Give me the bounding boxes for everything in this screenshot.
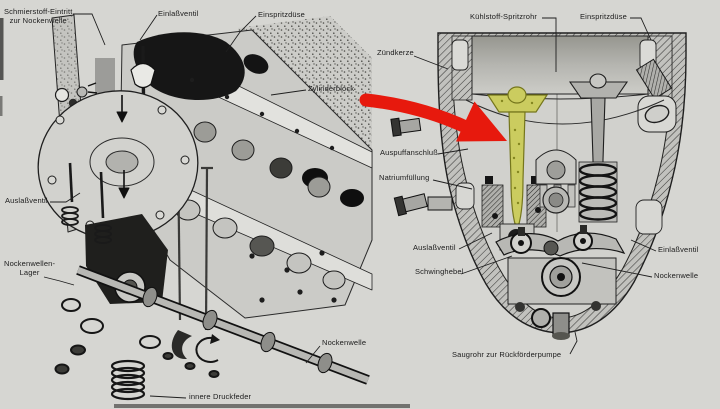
leader-schmierstoff [73, 13, 106, 46]
leader-zylinderblock [270, 89, 307, 96]
lower-bolts [515, 301, 601, 312]
leader-einlassventil-left [139, 14, 158, 41]
leader-innere-druckfeder [149, 395, 187, 399]
side-pad-right [635, 199, 663, 235]
leader-zuendkerze [413, 55, 449, 70]
label-auslassventil-right: Auslaßventil [413, 243, 456, 252]
label-natriumfuellung: Natriumfüllung [379, 173, 430, 182]
inner-pressure-spring [110, 359, 146, 401]
scan-artifacts [0, 18, 410, 408]
camshaft-left [76, 265, 370, 385]
leader-einspritzduese-left [225, 15, 257, 53]
side-pad-left [455, 182, 475, 210]
intake-cavity [133, 32, 245, 101]
red-arrow-head [456, 101, 507, 142]
sodium-valve-highlight [486, 86, 549, 232]
label-auslassventil-left: Auslaßventil [5, 196, 48, 205]
leader-auspuffanschluss [437, 148, 469, 155]
leader-schwinghebel [460, 255, 513, 275]
leader-auslassventil-left [50, 192, 81, 203]
leader-nockenwelle-left [305, 345, 321, 364]
suction-pipe [531, 308, 570, 340]
leader-lines [43, 13, 657, 399]
valve-port-row-upper [193, 121, 331, 198]
leader-auslassventil-right [458, 232, 493, 250]
leader-saugrohr [569, 331, 578, 355]
exploded-valve-parts [61, 162, 112, 244]
leader-einspritzduese-right [630, 17, 652, 41]
leader-nockenwelle-right [581, 262, 653, 278]
label-saugrohr: Saugrohr zur Rückförderpumpe [452, 350, 562, 359]
label-innere-druckfeder: innere Druckfeder [189, 392, 252, 401]
oil-entry-fitting [54, 82, 98, 108]
leader-kuehlstoff [542, 17, 557, 72]
label-schwinghebel: Schwinghebel [415, 267, 464, 276]
intake-valve-spring [578, 161, 618, 223]
guide-studs [485, 176, 541, 219]
dark-port-2 [340, 189, 364, 207]
label-nockenwelle-right: Nockenwelle [654, 271, 699, 280]
combustion-chamber [465, 99, 665, 125]
label-nockenwelle-left: Nockenwelle [322, 338, 367, 347]
timing-cover-disc [37, 90, 199, 257]
exterior-bolts [390, 117, 453, 217]
corner-slot-left [451, 39, 469, 71]
label-einspritzduese-right: Einspritzdüse [580, 12, 627, 21]
sodium-fill-dots [500, 99, 534, 205]
injector-housing [635, 58, 677, 133]
valve-guide-left [481, 184, 504, 228]
label-zuendkerze: Zündkerze [377, 48, 414, 57]
left-cutaway-illustration [37, 14, 373, 401]
label-kuehlstoff-spritzrohr: Kühlstoff-Spritzrohr [470, 12, 538, 21]
label-einspritzduese-left: Einspritzdüse [258, 10, 305, 19]
label-nockenwellen-lager: Nockenwellen-Lager [4, 259, 56, 277]
label-auspuffanschluss: Auspuffanschluß [380, 148, 438, 157]
center-arch [535, 149, 577, 214]
camshaft-right [541, 257, 581, 297]
stud-row [189, 77, 337, 303]
valve-port-row-lower [175, 199, 346, 290]
washers-and-rings [54, 298, 220, 378]
label-einlassventil-right: Einlaßventil [658, 245, 699, 254]
leader-einlassventil-right [630, 239, 657, 252]
red-arrow [359, 93, 507, 142]
right-cross-section-illustration [390, 32, 687, 340]
cavity-blob [243, 54, 269, 74]
leader-nockenwellen-lager [43, 276, 75, 286]
label-zylinderblock: Zylinderblock [308, 84, 355, 93]
leader-natriumfuellung [432, 179, 473, 190]
label-einlassventil-left: Einlaßventil [158, 9, 199, 18]
